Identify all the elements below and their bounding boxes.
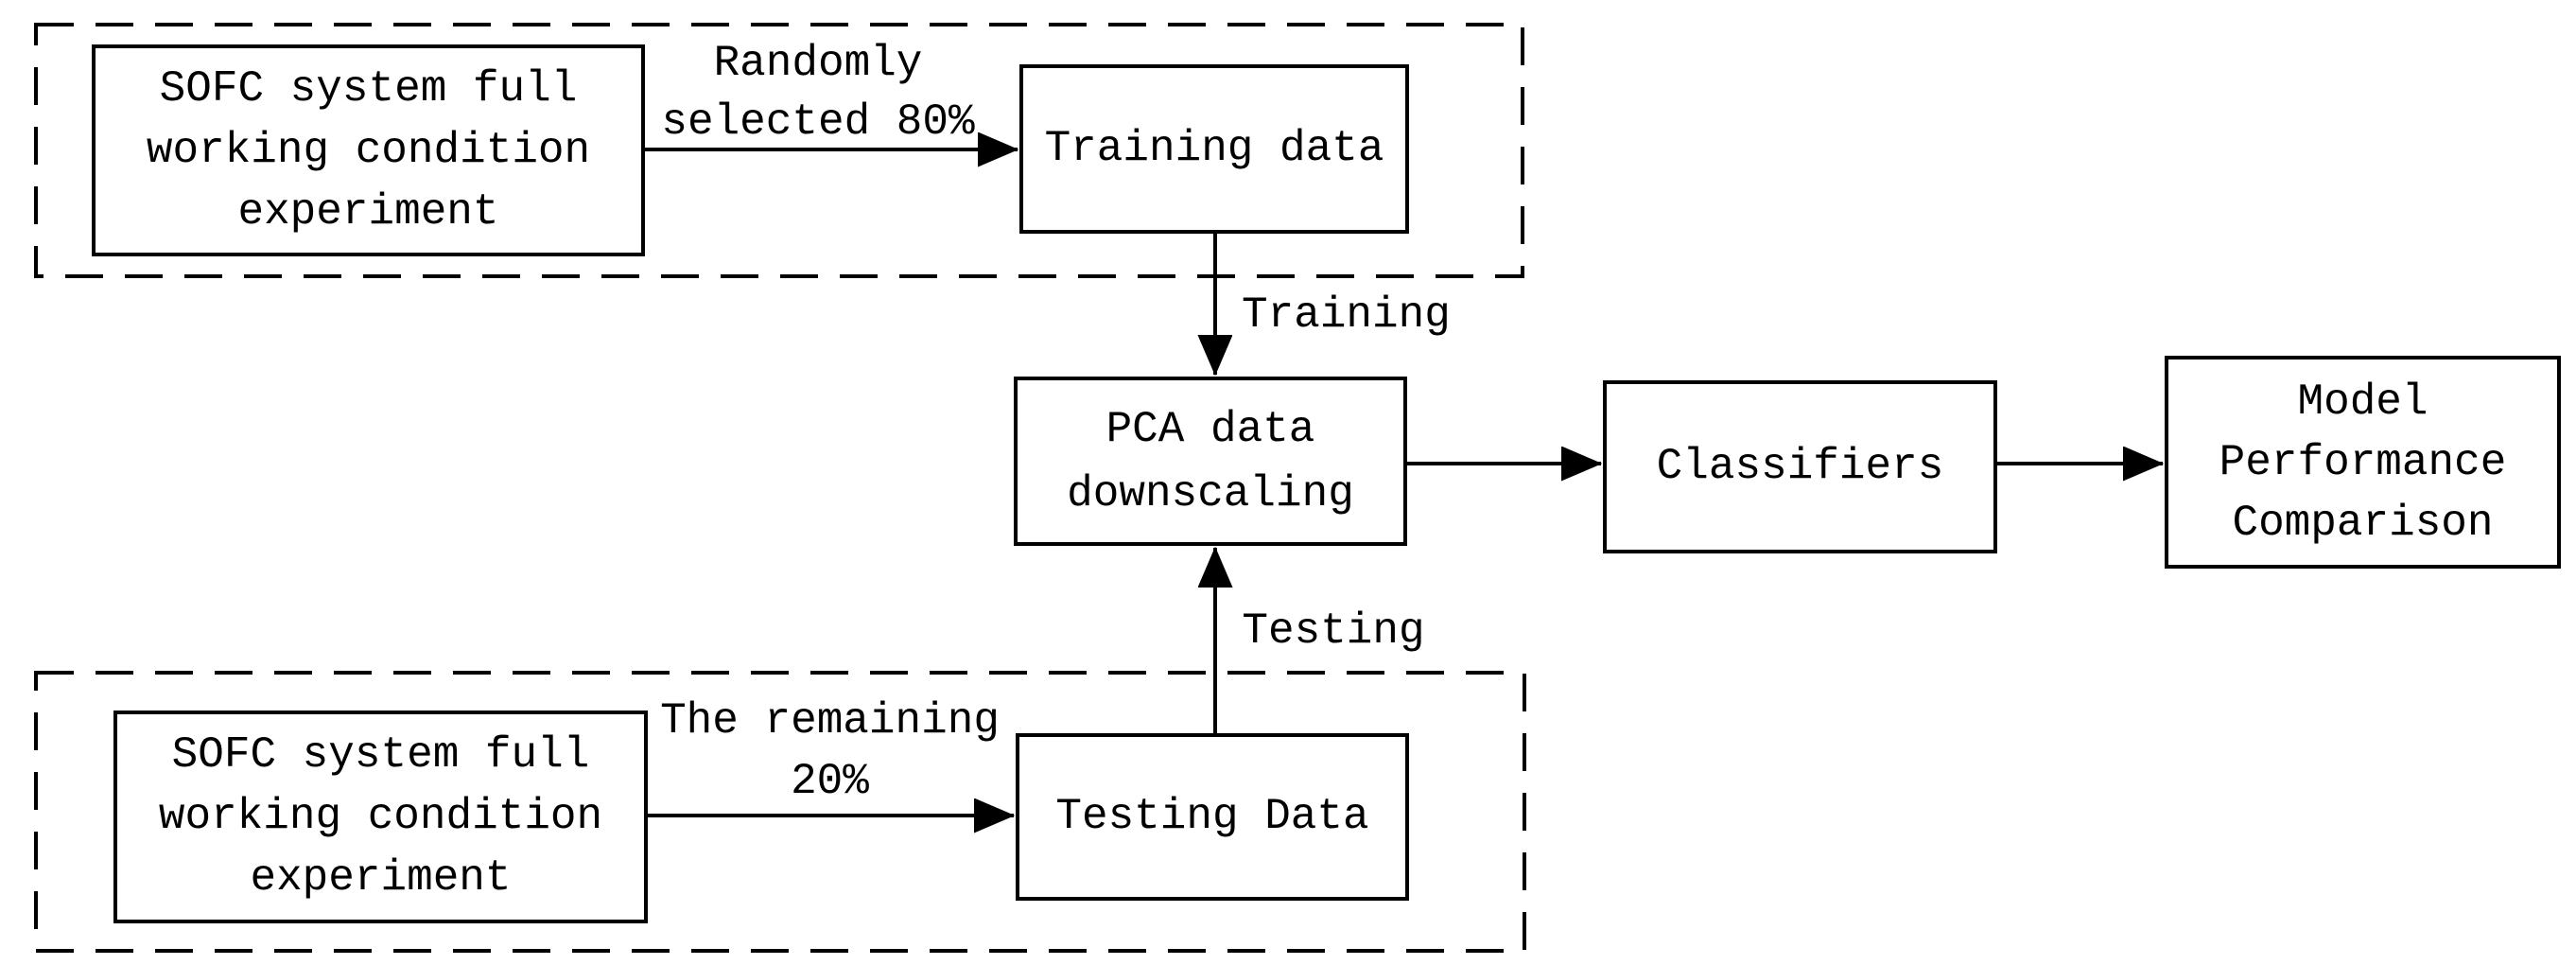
node-label-line: downscaling (1067, 468, 1354, 518)
edge-label-line: The remaining (660, 696, 1000, 746)
node-label: Testing Data (1055, 792, 1369, 841)
dashed-group-top (34, 23, 1524, 278)
edge-label-line: Training (1242, 290, 1451, 340)
node-label-line: experiment (250, 853, 512, 903)
dashed-group-bottom (34, 671, 1526, 953)
node-sofc-experiment-top: SOFC system full working condition exper… (92, 44, 645, 256)
node-label-line: experiment (237, 186, 499, 237)
node-label-line: working condition (146, 125, 591, 175)
node-label-line: PCA data (1105, 404, 1315, 454)
node-pca-downscaling: PCA data downscaling (1014, 377, 1407, 546)
edge-label-remaining-20: The remaining 20% (653, 691, 1007, 812)
edge-label-line: Randomly (713, 39, 923, 88)
node-label-line: SOFC system full (159, 63, 578, 114)
node-training-data: Training data (1019, 64, 1409, 234)
node-label-line: Performance (2219, 437, 2507, 487)
node-label-line: Comparison (2232, 498, 2494, 548)
edge-label-line: 20% (791, 757, 869, 806)
node-label-line: SOFC system full (171, 730, 590, 780)
edge-label-training: Training (1242, 286, 1451, 344)
node-model-performance-comparison: Model Performance Comparison (2165, 356, 2561, 569)
node-label: Classifiers (1656, 442, 1944, 491)
node-classifiers: Classifiers (1603, 380, 1997, 553)
node-testing-data: Testing Data (1016, 733, 1409, 901)
edge-label-line: selected 80% (661, 97, 975, 147)
node-label-line: Model (2297, 377, 2428, 427)
node-label: Training data (1044, 124, 1384, 173)
edge-label-randomly-selected-80: Randomly selected 80% (615, 34, 1021, 151)
edge-label-line: Testing (1242, 606, 1425, 656)
edge-label-testing: Testing (1234, 602, 1433, 660)
node-sofc-experiment-bottom: SOFC system full working condition exper… (113, 711, 648, 923)
node-label-line: working condition (158, 792, 603, 841)
